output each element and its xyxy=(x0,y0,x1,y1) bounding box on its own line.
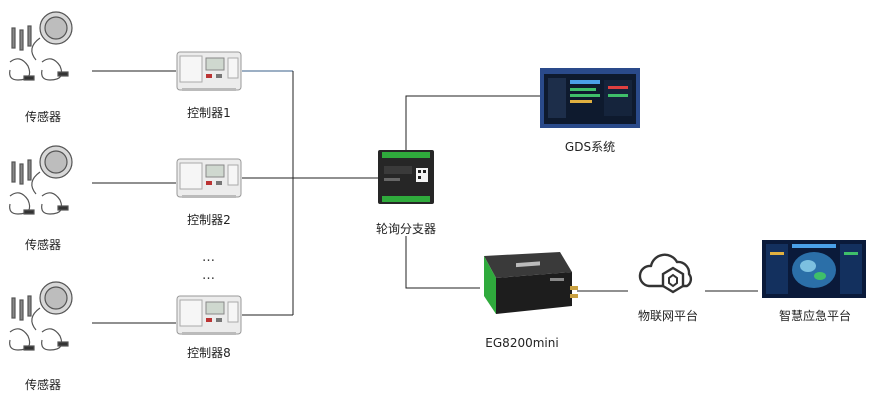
controller-2-icon xyxy=(176,158,242,198)
controller-1-label: 控制器1 xyxy=(187,106,231,120)
polling-branch-icon xyxy=(378,150,434,204)
gds-label: GDS系统 xyxy=(564,140,616,154)
emergency-platform-label: 智慧应急平台 xyxy=(778,309,852,323)
controller-8-label: 控制器8 xyxy=(187,346,231,360)
sensor-group-2-label: 传感器 xyxy=(24,238,62,252)
iot-platform-label: 物联网平台 xyxy=(637,309,699,323)
sensor-group-3-label: 传感器 xyxy=(24,378,62,392)
cloud-icon xyxy=(638,253,693,294)
polling-branch-label: 轮询分支器 xyxy=(375,222,437,236)
gateway-label: EG8200mini xyxy=(485,336,559,350)
controller-2-label: 控制器2 xyxy=(187,213,231,227)
emergency-dashboard-icon xyxy=(762,240,866,298)
controller-1-icon xyxy=(176,51,242,91)
gateway-icon xyxy=(484,252,578,314)
sensor-group-1-label: 传感器 xyxy=(24,110,62,124)
gds-screen-icon xyxy=(540,68,640,128)
link-branch-gateway xyxy=(405,236,480,289)
link-branch-gds xyxy=(405,95,540,150)
ellipsis-2: … xyxy=(202,268,216,283)
sensor-group-2-icon xyxy=(9,145,73,215)
sensor-group-3-icon xyxy=(9,281,73,351)
sensor-group-1-icon xyxy=(9,11,73,81)
controller-8-icon xyxy=(176,295,242,335)
ellipsis-1: … xyxy=(202,250,216,265)
